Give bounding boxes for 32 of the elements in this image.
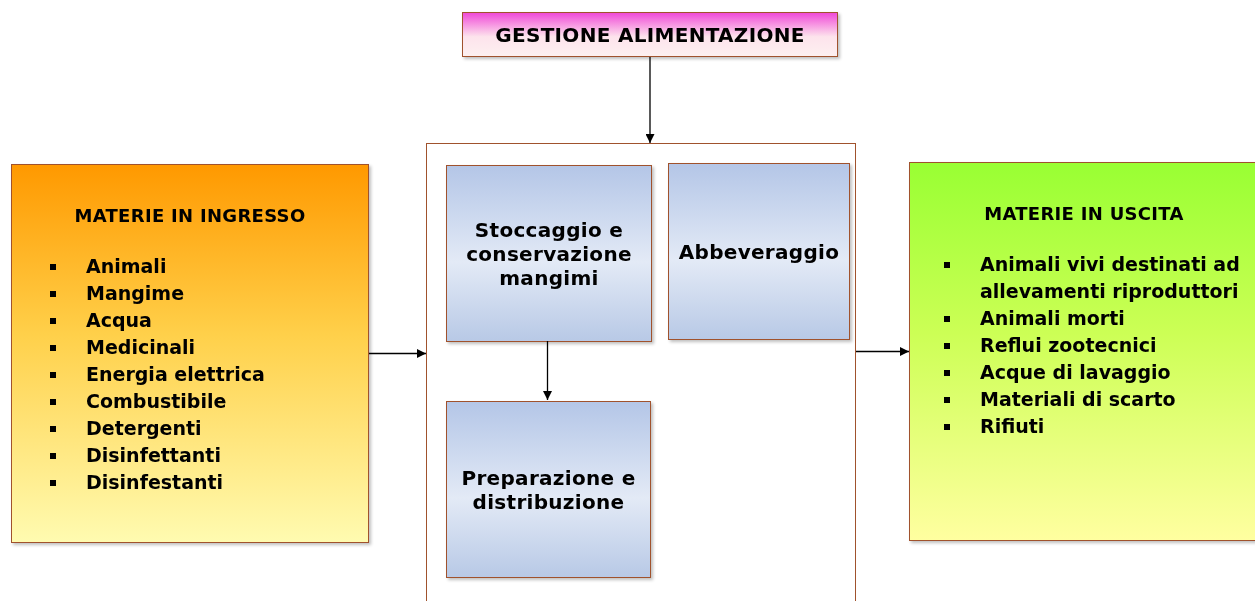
process-box (446, 165, 652, 342)
list-box (11, 164, 369, 543)
bullet-item: Materiali di scarto (942, 385, 1254, 413)
bullet-item: Combustibile (48, 387, 364, 415)
box-label: Preparazione e distribuzione (460, 465, 637, 514)
process-frame (426, 143, 856, 601)
bullet-item: Reflui zootecnici (942, 331, 1254, 359)
arrow (855, 347, 910, 356)
box-heading: MATERIE IN INGRESSO (73, 205, 307, 227)
process-box (446, 401, 651, 578)
arrow (543, 340, 552, 401)
bullet-item: Animali morti (942, 304, 1254, 332)
box-label: Stoccaggio e conservazione mangimi (465, 217, 633, 290)
bullet-item: Disinfettanti (48, 441, 364, 469)
process-box (668, 163, 850, 340)
box-label: Abbeveraggio (678, 239, 840, 264)
arrow (645, 56, 655, 144)
bullet-item: Animali (48, 252, 364, 280)
list-box (909, 162, 1255, 541)
bullet-item: Energia elettrica (48, 360, 364, 388)
bullet-item: Acqua (48, 306, 364, 334)
bullet-item: Disinfestanti (48, 468, 364, 496)
bullet-item: Animali vivi destinati ad allevamenti riproduttori (942, 250, 1254, 305)
bullet-item: Rifiuti (942, 412, 1254, 440)
bullet-item: Medicinali (48, 333, 364, 361)
arrow (368, 349, 427, 358)
bullet-item: Detergenti (48, 414, 364, 442)
title-box (462, 12, 838, 57)
box-label: GESTIONE ALIMENTAZIONE (495, 22, 805, 47)
box-heading: MATERIE IN USCITA (983, 203, 1185, 225)
bullet-item: Acque di lavaggio (942, 358, 1254, 386)
bullet-item: Mangime (48, 279, 364, 307)
